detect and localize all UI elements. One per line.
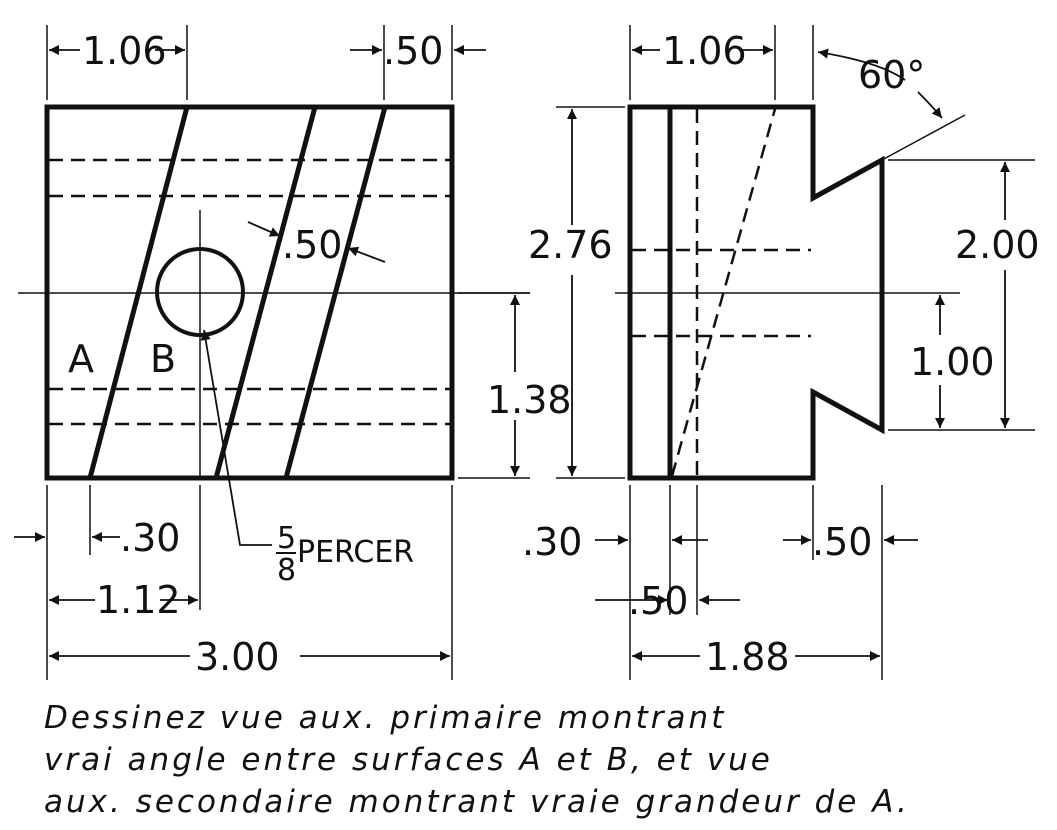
dim-side-right-offset: .50 [812, 520, 872, 564]
caption-line-2: vrai angle entre surfaces A et B, et vue [44, 742, 773, 778]
dim-side-bottom-inner: .50 [628, 579, 688, 623]
dim-hole-center-height: 1.38 [487, 378, 572, 422]
caption-line-3: aux. secondaire montrant vraie grandeur … [44, 784, 910, 820]
surface-label-b: B [150, 337, 176, 381]
front-view [14, 25, 530, 680]
dim-overall-width: 3.00 [195, 635, 280, 679]
dim-slot-span: 2.00 [955, 223, 1040, 267]
hole-note: 5 8 PERCER [276, 521, 414, 588]
hole-note-numerator: 5 [277, 521, 296, 556]
side-view [556, 25, 1035, 680]
dim-hole-center-x: 1.12 [96, 578, 181, 622]
side-view-outline [627, 104, 885, 481]
dim-side-height: 2.76 [528, 223, 613, 267]
dim-front-top-left: 1.06 [82, 29, 167, 73]
dimension-lines [567, 45, 1010, 661]
dim-slot-width: .50 [282, 223, 342, 267]
extension-lines [46, 25, 530, 680]
hole-note-text: PERCER [297, 535, 414, 570]
dim-side-overall-depth: 1.88 [705, 635, 790, 679]
center-lines [18, 210, 530, 480]
hidden-lines [49, 158, 450, 426]
dim-front-top-right: .50 [383, 29, 443, 73]
dimension-lines [14, 45, 520, 661]
dim-slot-center: 1.00 [910, 340, 995, 384]
extension-lines [556, 25, 1035, 680]
caption-line-1: Dessinez vue aux. primaire montrant [44, 700, 727, 736]
surface-label-a: A [68, 337, 94, 381]
dim-side-left-offset: .30 [522, 520, 582, 564]
dim-angle: 60° [858, 53, 925, 97]
dim-offset-a: .30 [120, 516, 180, 560]
dim-side-top: 1.06 [662, 29, 747, 73]
hole-note-denominator: 8 [277, 553, 296, 588]
